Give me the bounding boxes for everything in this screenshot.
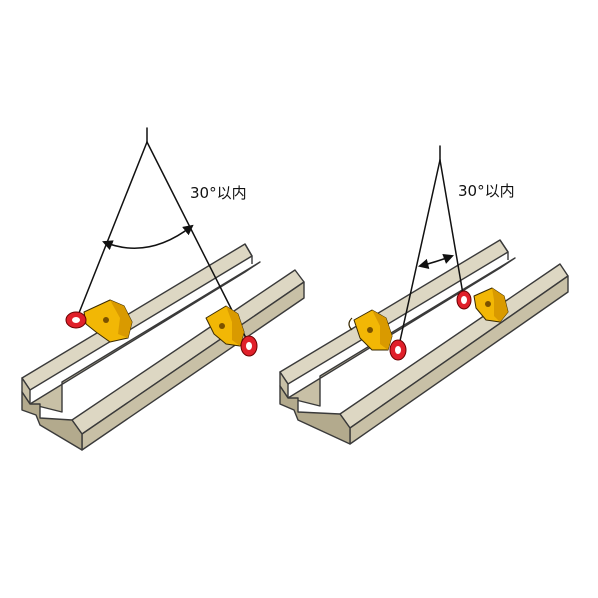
clamp-left-1 xyxy=(65,299,133,343)
eye-ring-hole xyxy=(72,317,80,323)
beam-top-flange xyxy=(279,239,509,385)
angle-label-right: 30°以内 xyxy=(458,182,515,200)
sling-right-a xyxy=(397,159,441,351)
beam-right-end xyxy=(499,239,509,260)
angle-arc-left xyxy=(102,224,194,251)
clamp-shade xyxy=(226,306,244,346)
figure-right: 30°以内 xyxy=(279,145,569,445)
clamp-pin xyxy=(485,301,491,307)
eye-ring-hole xyxy=(395,346,401,354)
clamp-pin xyxy=(219,323,225,329)
clamp-pin xyxy=(103,317,109,323)
beam-right-end xyxy=(244,243,253,264)
h-beam-left xyxy=(21,243,305,451)
angle-label-left: 30°以内 xyxy=(190,184,247,202)
sling-left-a xyxy=(76,141,148,319)
eye-ring-hole xyxy=(246,342,252,350)
figure-left: 30°以内 xyxy=(21,127,305,451)
clamp-pin xyxy=(367,327,373,333)
beam-end-section xyxy=(279,385,351,445)
clamp-shade xyxy=(110,300,132,338)
h-beam-right xyxy=(279,239,569,445)
clamp-right-1 xyxy=(348,309,407,361)
angle-arc-right xyxy=(417,254,454,270)
clamp-left-2 xyxy=(205,305,258,357)
clamp-handle xyxy=(348,317,353,331)
clamp-shade xyxy=(492,288,508,322)
clamp-right-2 xyxy=(456,287,509,323)
beam-end-section xyxy=(21,391,83,451)
beam-web xyxy=(287,257,516,407)
eye-ring-hole xyxy=(461,296,467,304)
clamp-shade xyxy=(372,310,392,350)
beam-web xyxy=(29,261,261,413)
sling-right-b xyxy=(439,159,465,301)
